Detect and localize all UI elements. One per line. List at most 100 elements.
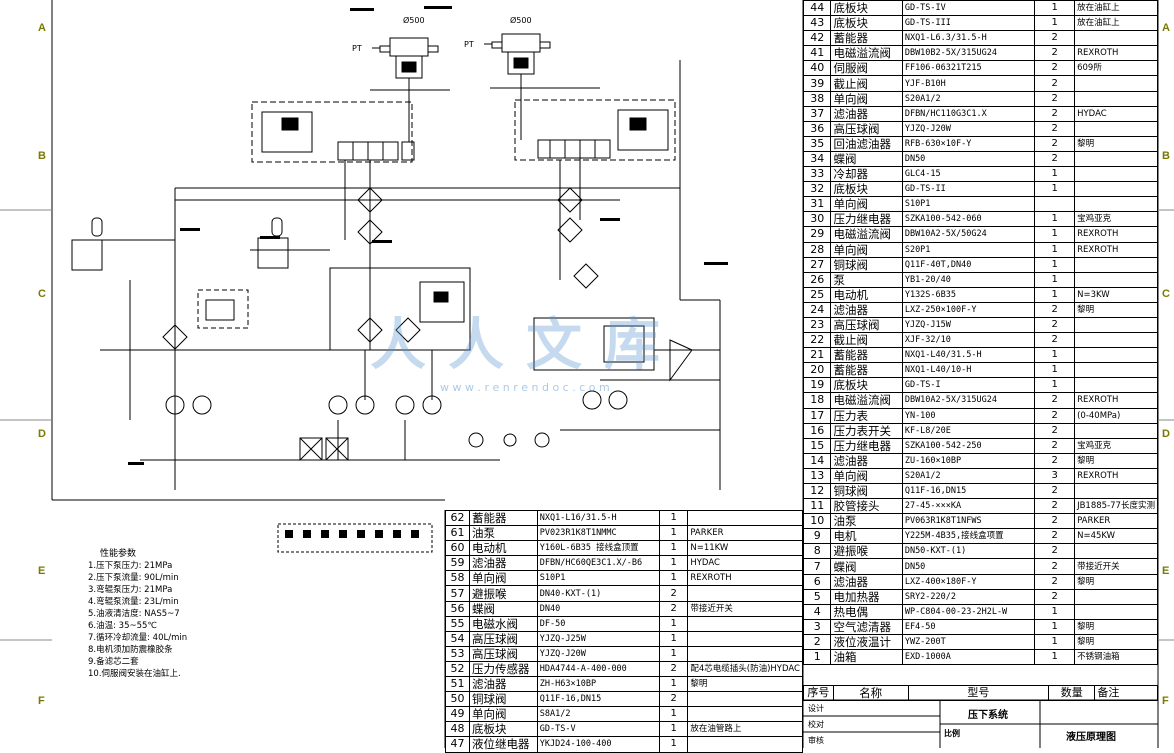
table-cell [1074, 347, 1158, 364]
table-cell: 19 [802, 377, 832, 394]
table-cell: REXROTH [1074, 392, 1158, 409]
table-cell: 胶管接头 [830, 498, 903, 515]
table-cell: 3 [1034, 467, 1076, 485]
table-cell: N=3KW [1074, 286, 1158, 303]
table-cell [1074, 166, 1158, 183]
table-cell: FF106-06321T215 [901, 60, 1036, 77]
table-cell: PV023R1K8T1NMMC [536, 525, 661, 542]
table-cell: 1 [1034, 633, 1076, 651]
table-cell: 2 [1034, 60, 1076, 77]
table-cell: Y225M-4B35,接线盒项置 [901, 528, 1036, 545]
table-cell: 压力表开关 [830, 422, 903, 439]
table-cell: 29 [802, 226, 832, 243]
table-cell: 62 [444, 509, 471, 527]
table-cell: 电动机 [830, 286, 903, 303]
table-cell: 蝶阀 [469, 600, 538, 617]
performance-item: 6.油温: 35~55℃ [88, 621, 157, 631]
table-cell: 43 [802, 15, 832, 32]
table-cell: 截止阀 [830, 332, 903, 349]
table-cell: 25 [802, 286, 832, 303]
table-cell: 47 [444, 736, 471, 753]
header-cell: 序号 [803, 684, 834, 702]
table-cell: 带接近开关 [687, 600, 803, 617]
scale-label: 比例 [944, 729, 960, 738]
performance-item: 1.压下泵压力: 21MPa [88, 561, 173, 571]
table-cell: 1 [1034, 166, 1076, 183]
table-cell: 12 [802, 482, 832, 500]
table-cell: 1 [659, 630, 689, 647]
table-cell: YJZQ-J25W [536, 630, 661, 647]
table-cell: 蓄能器 [830, 347, 903, 364]
table-cell: 1 [1034, 15, 1076, 32]
table-cell: 回油滤油器 [830, 135, 903, 152]
zone-letter: F [1162, 695, 1169, 707]
table-cell: 30 [802, 211, 832, 228]
performance-item: 8.电机须加防震橡胶条 [88, 645, 173, 655]
table-cell: 36 [802, 120, 832, 137]
table-cell: 油泵 [469, 525, 538, 542]
table-cell: 不锈钢油箱 [1074, 649, 1158, 666]
table-cell: 滤油器 [469, 676, 538, 693]
table-cell: HDA4744-A-400-000 [536, 660, 661, 678]
table-cell: 2 [1034, 573, 1076, 590]
table-cell: 53 [444, 645, 471, 662]
zone-letter: B [38, 150, 46, 162]
table-cell: 2 [659, 660, 689, 678]
table-cell: 59 [444, 555, 471, 572]
zone-letter: A [38, 22, 46, 34]
table-cell: 40 [802, 60, 832, 77]
table-cell: 电磁水阀 [469, 615, 538, 632]
table-cell: 2 [1034, 498, 1076, 515]
table-cell: 16 [802, 422, 832, 439]
header-cell: 备注 [1094, 684, 1158, 702]
table-cell: 27-45-×××KA [901, 498, 1036, 515]
title-row-label: 校对 [808, 720, 824, 729]
table-cell: 1 [659, 555, 689, 572]
table-cell: 2 [1034, 543, 1076, 560]
table-cell: NXQ1-L40/31.5-H [901, 347, 1036, 364]
table-cell: 58 [444, 570, 471, 587]
table-cell: 2 [1034, 407, 1076, 424]
table-cell: 4 [802, 603, 832, 620]
table-cell: 14 [802, 452, 832, 469]
table-cell: 52 [444, 660, 471, 678]
table-cell: DN50-KXT-(1) [901, 543, 1036, 560]
table-cell [1074, 120, 1158, 137]
table-cell [1034, 196, 1076, 213]
table-cell: 滤油器 [830, 452, 903, 469]
table-cell: DF-50 [536, 615, 661, 632]
table-cell: SRY2-220/2 [901, 588, 1036, 605]
terminal-box [277, 523, 433, 553]
table-cell: GD-TS-V [536, 721, 661, 738]
title-row-label: 审核 [808, 736, 824, 745]
table-cell: YN-100 [901, 407, 1036, 424]
table-cell: 蝶阀 [830, 558, 903, 575]
table-cell: YKJD24-100-400 [536, 736, 661, 753]
table-cell: 铜球阀 [830, 256, 903, 273]
table-cell: 放在油缸上 [1074, 15, 1158, 32]
table-cell: 1 [659, 676, 689, 693]
table-cell: 避振喉 [830, 543, 903, 560]
table-cell: 5 [802, 588, 832, 605]
watermark: 人人文库 w w w . r e n r e n d o c . c o m [370, 300, 730, 410]
table-cell: 滤油器 [469, 555, 538, 572]
table-cell: S20P1 [901, 241, 1036, 258]
table-cell: 17 [802, 407, 832, 424]
performance-item: 4.弯辊泵流量: 23L/min [88, 597, 179, 607]
table-cell: 2 [1034, 316, 1076, 334]
